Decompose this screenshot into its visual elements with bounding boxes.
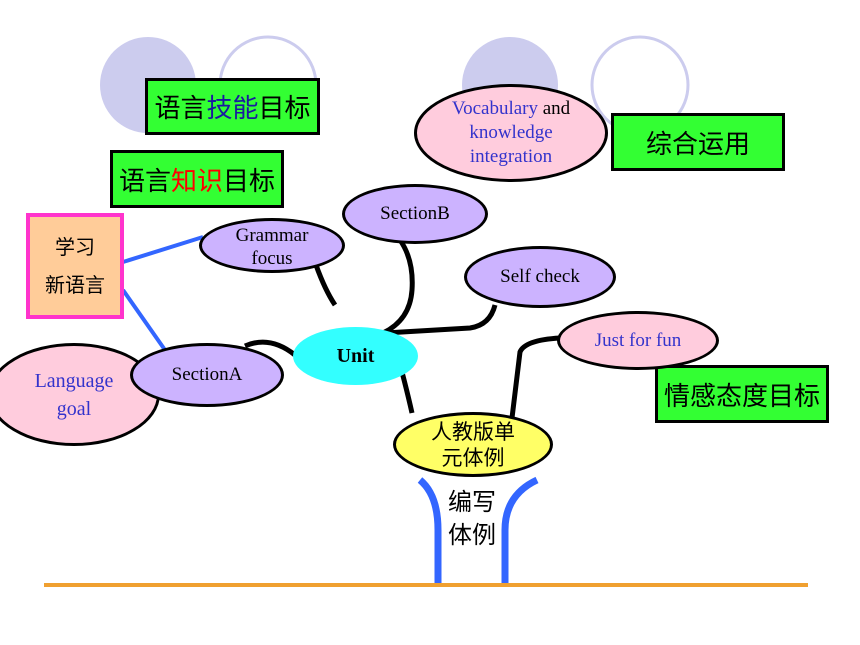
pep-unit-format-node: 人教版单 元体例 <box>393 412 553 477</box>
learn-new-language-box: 学习 新语言 <box>26 213 124 319</box>
knowledge-goal-part2: 知识 <box>170 166 223 197</box>
branch-to-justforfun <box>509 335 561 419</box>
just-for-fun-node: Just for fun <box>557 311 719 370</box>
sectiona-node: SectionA <box>130 343 284 407</box>
grammar-line1: Grammar <box>235 225 309 246</box>
language-goal-node: Language goal <box>0 343 160 446</box>
skill-goal-part3: 目标 <box>258 94 311 124</box>
unit-center-node: Unit <box>293 327 418 385</box>
emotion-goal-label: 情感态度目标 <box>663 381 820 412</box>
trunk-right <box>501 476 539 583</box>
pep-line2: 元体例 <box>441 445 505 470</box>
knowledge-goal-box: 语言知识目标 <box>110 150 284 208</box>
skill-goal-part1: 语言 <box>154 94 207 124</box>
vocabulary-line3: integration <box>469 146 553 167</box>
branch-unit-to-grammar <box>313 264 338 307</box>
compile-line1: 编写 <box>448 488 496 516</box>
skill-goal-box: 语言技能目标 <box>145 78 320 135</box>
compile-line2: 体例 <box>448 521 496 549</box>
trunk-left <box>417 477 442 583</box>
vocabulary-word: Vocabulary <box>451 98 538 119</box>
knowledge-goal-part3: 目标 <box>223 166 276 197</box>
comprehensive-use-label: 综合运用 <box>645 129 750 160</box>
comprehensive-use-box: 综合运用 <box>611 113 785 171</box>
language-goal-line2: goal <box>56 397 92 420</box>
grammar-line2: focus <box>251 248 293 269</box>
compile-format-label: 编写 体例 <box>440 486 504 552</box>
vocabulary-and: and <box>542 98 571 119</box>
branch-unit-to-selfcheck <box>384 304 498 336</box>
self-check-label: Self check <box>500 266 580 287</box>
connector-box-to-grammar <box>122 235 204 264</box>
skill-goal-part2: 技能 <box>206 94 259 124</box>
sectionb-label: SectionB <box>380 203 450 224</box>
language-goal-line1: Language <box>34 369 114 392</box>
learn-line2: 新语言 <box>45 273 105 297</box>
self-check-node: Self check <box>464 246 616 308</box>
just-for-fun-label: Just for fun <box>594 329 682 351</box>
unit-label: Unit <box>336 344 375 367</box>
grammar-focus-node: Grammar focus <box>199 218 345 273</box>
vocabulary-node: Vocabulary and knowledge integration <box>414 84 608 182</box>
knowledge-goal-part1: 语言 <box>118 166 171 197</box>
branch-unit-to-sectionb <box>381 238 415 336</box>
branch-unit-to-yellow <box>399 371 415 414</box>
connector-box-to-sectiona <box>121 288 167 352</box>
pep-line1: 人教版单 <box>431 419 515 444</box>
learn-line1: 学习 <box>55 235 95 259</box>
emotion-goal-box: 情感态度目标 <box>655 365 829 423</box>
sectionb-node: SectionB <box>342 184 488 244</box>
sectiona-label: SectionA <box>171 364 243 385</box>
branch-unit-to-sectiona <box>243 339 297 357</box>
vocabulary-line2: knowledge <box>469 122 553 143</box>
